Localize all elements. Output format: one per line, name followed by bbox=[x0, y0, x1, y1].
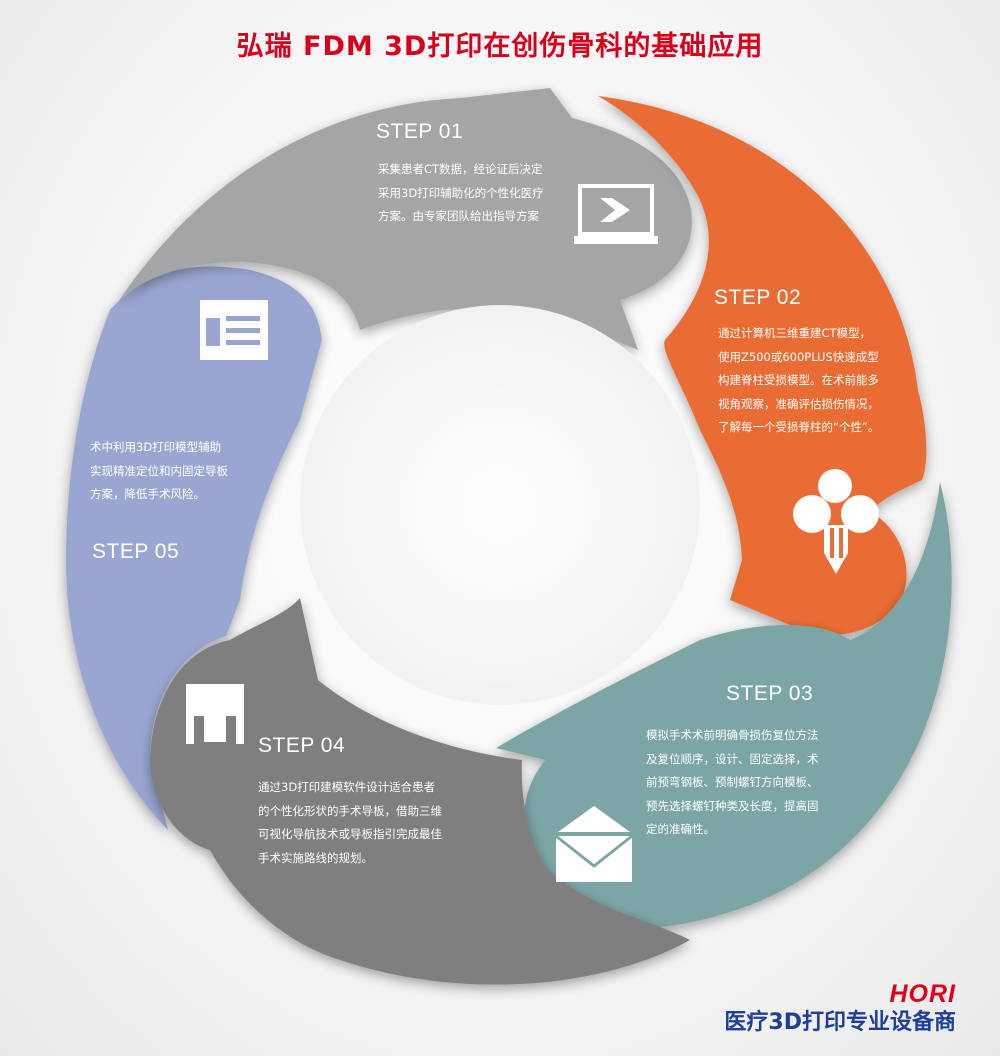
upload-box-icon bbox=[186, 684, 244, 744]
step03-title: STEP 03 bbox=[726, 682, 814, 705]
step03-line: 预先选择螺钉种类及长度，提高固 bbox=[646, 798, 819, 813]
step02-line: 了解每一个受损脊柱的“个性”。 bbox=[718, 420, 880, 434]
step03-line: 定的准确性。 bbox=[646, 822, 715, 836]
step04-line: 手术实施路线的规划。 bbox=[258, 850, 373, 865]
page-title: 弘瑞 FDM 3D打印在创伤骨科的基础应用 bbox=[236, 31, 764, 62]
step03-line: 及复位顺序，设计、固定选择，术 bbox=[646, 751, 819, 766]
step01-line: 方案。由专家团队给出指导方案 bbox=[378, 209, 539, 223]
brand-block: HORI 医疗3D打印专业设备商 bbox=[724, 980, 956, 1038]
step03-description: 模拟手术术前明确骨损伤复位方法 及复位顺序，设计、固定选择，术 前预弯钢板、预制… bbox=[646, 724, 819, 842]
step02-line: 视角观察，准确评估损伤情况， bbox=[718, 396, 879, 411]
step01-segment bbox=[118, 88, 692, 350]
brand-logo: HORI bbox=[889, 980, 956, 1008]
step05-line: 实现精准定位和内固定导板 bbox=[90, 463, 228, 478]
step01-description: 采集患者CT数据，经论证后决定 采用3D打印辅助化的个性化医疗 方案。由专家团队… bbox=[378, 158, 544, 229]
step04-line: 通过3D打印建模软件设计适合患者 bbox=[258, 780, 436, 794]
document-list-icon bbox=[200, 300, 268, 360]
step05-line: 方案，降低手术风险。 bbox=[90, 487, 205, 501]
envelope-icon bbox=[555, 806, 633, 882]
step04-line: 可视化导航技术或导板指引完成最佳 bbox=[258, 827, 442, 841]
monitor-arrow-icon bbox=[574, 184, 658, 244]
step01-line: 采集患者CT数据，经论证后决定 bbox=[378, 162, 543, 176]
step02-title: STEP 02 bbox=[714, 286, 802, 309]
step01-title: STEP 01 bbox=[376, 120, 464, 143]
step04-segment bbox=[150, 598, 690, 985]
step05-line: 术中利用3D打印模型辅助 bbox=[90, 440, 222, 454]
step02-line: 构建脊柱受损模型。在术前能多 bbox=[718, 373, 879, 387]
step03-segment bbox=[496, 482, 952, 928]
brand-tagline: 医疗3D打印专业设备商 bbox=[724, 1010, 956, 1035]
step02-line: 使用Z500或600PLUS快速成型 bbox=[718, 349, 879, 364]
step04-title: STEP 04 bbox=[258, 734, 346, 757]
pencil-bulb-icon bbox=[793, 469, 879, 574]
step04-line: 的个性化形状的手术导板，借助三维 bbox=[258, 803, 442, 818]
center-hole bbox=[300, 305, 700, 705]
step03-line: 前预弯钢板、预制螺钉方向模板、 bbox=[646, 775, 819, 789]
step05-title: STEP 05 bbox=[92, 540, 180, 563]
step02-description: 通过计算机三维重建CT模型， 使用Z500或600PLUS快速成型 构建脊柱受损… bbox=[718, 322, 879, 440]
step03-line: 模拟手术术前明确骨损伤复位方法 bbox=[646, 728, 819, 742]
step02-line: 通过计算机三维重建CT模型， bbox=[718, 326, 872, 340]
step04-description: 通过3D打印建模软件设计适合患者 的个性化形状的手术导板，借助三维 可视化导航技… bbox=[258, 776, 442, 870]
step05-description: 术中利用3D打印模型辅助 实现精准定位和内固定导板 方案，降低手术风险。 bbox=[90, 436, 228, 507]
step05-segment bbox=[66, 266, 322, 831]
step01-line: 采用3D打印辅助化的个性化医疗 bbox=[378, 185, 544, 200]
